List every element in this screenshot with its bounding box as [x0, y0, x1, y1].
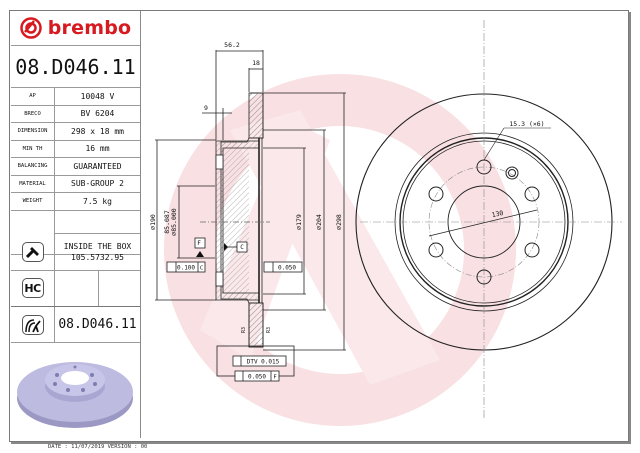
tol-face-runout: 0.050 [278, 265, 296, 272]
spec-label: BRECO [11, 105, 55, 122]
blank-rows [11, 210, 140, 255]
tol-runout-ref: F [273, 375, 276, 381]
datum-f: F [197, 240, 201, 247]
coating-row: 08.D046.11 [11, 307, 140, 343]
dim-diam-190: ⌀190 [149, 214, 157, 230]
spec-label: AP [11, 88, 55, 105]
spec-row-weight: WEIGHT 7.5 kg [11, 193, 140, 211]
hc-icon: HC [21, 278, 44, 298]
spec-value: 10048 V [80, 91, 115, 101]
inside-box-label: INSIDE THE BOX [63, 242, 132, 251]
part-number-repeat: 08.D046.11 [58, 317, 137, 332]
disc-coating-icon [21, 314, 44, 335]
part-number: 08.D046.11 [11, 46, 140, 88]
roughness-left: R3 [241, 327, 247, 333]
spec-row-min-th: MIN TH 16 mm [11, 140, 140, 158]
screw-icon [21, 242, 44, 262]
dim-diam-204: ⌀204 [315, 214, 323, 230]
inside-box-code: 105.5732.95 [71, 253, 124, 262]
brake-disc-image [17, 362, 133, 428]
spec-value: 7.5 kg [83, 196, 112, 206]
dim-hat-thickness: 9 [204, 104, 208, 112]
spec-value: GUARANTEED [73, 161, 122, 171]
dim-overall-height: 56.2 [224, 41, 240, 49]
tol-dtv: DTV 0.015 [247, 359, 280, 366]
tol-parallel-ref: C [200, 266, 203, 272]
front-view [355, 20, 622, 420]
brand-name: brembo [47, 17, 132, 39]
dim-centre-bore-upper: 85.087 [163, 210, 171, 234]
panel-divider [140, 11, 141, 438]
dim-diam-298: ⌀298 [335, 214, 343, 230]
brembo-logo-icon [19, 17, 42, 39]
disc-3d-render [11, 340, 140, 438]
spec-value: 16 mm [85, 144, 110, 154]
inside-box-row: INSIDE THE BOX 105.5732.95 [11, 234, 140, 271]
spec-row-material: MATERIAL SUB-GROUP 2 [11, 175, 140, 193]
datum-c: C [240, 244, 244, 251]
spec-value: SUB-GROUP 2 [71, 179, 124, 189]
footer-date-version: DATE : 11/07/2019 VERSION : 00 [48, 444, 148, 450]
spec-label: MATERIAL [11, 175, 55, 192]
spec-row-ap: AP 10048 V [11, 88, 140, 106]
spec-row-breco: BRECO BV 6204 [11, 105, 140, 123]
dim-diam-179: ⌀179 [295, 214, 303, 230]
brand-logo: brembo [11, 11, 140, 46]
spec-label: WEIGHT [11, 193, 55, 210]
bolt-hole-label: 15.3 (×6) [509, 120, 544, 128]
spec-label: MIN TH [11, 140, 55, 157]
drawing-frame [9, 10, 629, 442]
spec-value: BV 6204 [80, 109, 115, 119]
tol-parallel: 0.100 [177, 265, 195, 272]
dim-thickness: 18 [252, 59, 260, 67]
tol-runout: 0.050 [248, 374, 266, 381]
spec-value: 298 x 18 mm [71, 126, 124, 136]
hc-row: HC [11, 270, 140, 307]
spec-label: BALANCING [11, 158, 55, 175]
spec-row-balancing: BALANCING GUARANTEED [11, 158, 140, 176]
dim-centre-bore-lower: ⌀85.000 [170, 208, 178, 235]
spec-row-dimension: DIMENSION 298 x 18 mm [11, 123, 140, 141]
pcd-label: 130 [491, 209, 504, 219]
spec-label: DIMENSION [11, 123, 55, 140]
roughness-right: R3 [266, 327, 272, 333]
